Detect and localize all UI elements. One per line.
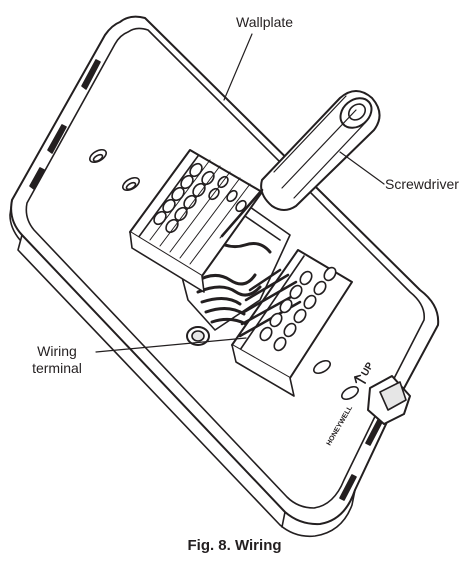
lower-terminal-block [231,249,353,397]
callout-leaders [95,33,385,353]
wiring-terminal-label-line2: terminal [32,360,82,376]
screwdriver [219,90,381,239]
screwdriver-label: Screwdriver [385,176,459,192]
figure-caption: Fig. 8. Wiring [187,537,282,554]
wallplate-leader [223,33,253,101]
mounting-screw [186,326,210,346]
wallplate-label: Wallplate [236,14,294,30]
wiring-terminal-label: Wiring terminal [18,343,96,377]
lower-terminal-screws [259,266,337,352]
screwdriver-leader [339,151,385,185]
side-clip [367,375,411,425]
wiring-terminal-label-line1: Wiring [37,343,77,359]
upper-terminal-block [129,149,263,293]
wiring-terminal-leader [95,337,247,353]
